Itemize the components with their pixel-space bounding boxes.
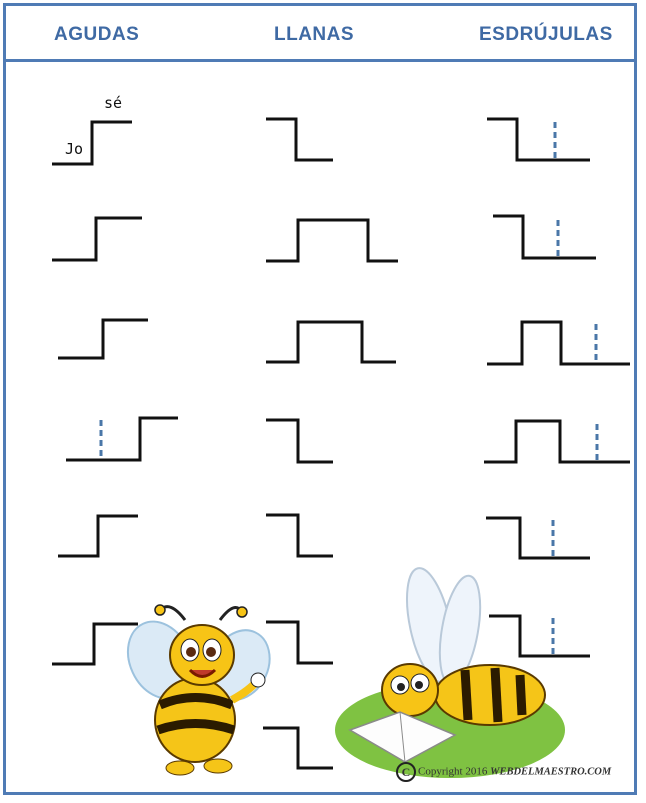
example-syllable-1: Jo bbox=[65, 140, 83, 158]
esdrujula-pattern-1 bbox=[487, 119, 590, 160]
aguda-pattern-6 bbox=[52, 624, 138, 664]
llana-pattern-7 bbox=[263, 728, 333, 768]
esdrujula-pattern-4 bbox=[484, 421, 630, 462]
aguda-pattern-3 bbox=[58, 320, 148, 358]
esdrujula-pattern-2 bbox=[493, 216, 596, 258]
aguda-pattern-2 bbox=[52, 218, 142, 260]
copyright-text: Copyright 2016 bbox=[418, 766, 490, 778]
esdrujula-pattern-5 bbox=[486, 518, 590, 558]
llana-pattern-4 bbox=[266, 420, 333, 462]
bee-reading-illustration bbox=[335, 564, 565, 778]
aguda-pattern-1 bbox=[52, 122, 132, 164]
copyright-site: WEBDELMAESTRO.COM bbox=[490, 767, 611, 778]
llana-pattern-2 bbox=[266, 220, 398, 261]
llana-pattern-3 bbox=[266, 322, 396, 362]
example-syllable-2: sé bbox=[104, 94, 122, 112]
bee-waving-illustration bbox=[116, 605, 281, 775]
copyright-icon: C bbox=[396, 762, 416, 782]
esdrujula-pattern-3 bbox=[487, 322, 630, 364]
llana-pattern-6 bbox=[266, 622, 333, 663]
aguda-pattern-4 bbox=[66, 418, 178, 460]
esdrujula-pattern-6 bbox=[489, 616, 590, 656]
llana-pattern-1 bbox=[266, 119, 333, 160]
llana-pattern-5 bbox=[266, 515, 333, 556]
aguda-pattern-5 bbox=[58, 516, 138, 556]
